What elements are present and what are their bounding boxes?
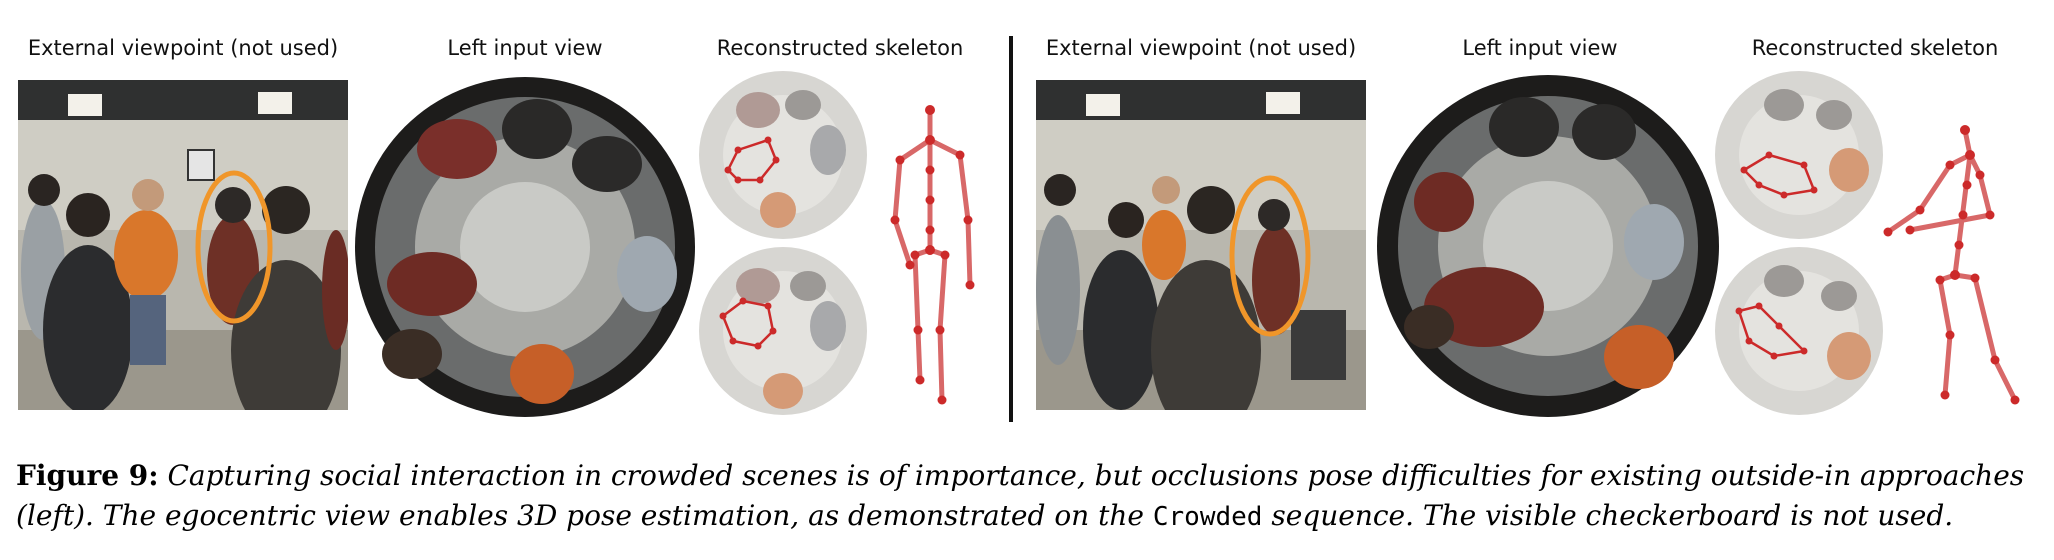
figure-caption: Figure 9: Capturing social interaction i… [16,456,2041,537]
right-fisheye-input-photo [1377,75,1719,417]
caption-text-part2: sequence. The visible checkerboard is no… [1262,499,1954,532]
left-external-viewpoint-photo [18,80,348,410]
right-reconstruction-view-top [1715,71,1883,239]
left-input-label: Left input view [447,36,603,60]
left-3d-skeleton [890,105,975,405]
group-divider [1009,36,1013,422]
left-external-label: External viewpoint (not used) [27,36,339,60]
left-reconstruction-view-bottom [699,247,867,415]
left-fisheye-input-photo [355,77,695,417]
right-skeleton-label: Reconstructed skeleton [1751,36,1999,60]
left-skeleton-label: Reconstructed skeleton [716,36,964,60]
sequence-name: Crowded [1152,502,1263,532]
right-reconstruction-view-bottom [1715,247,1883,415]
right-highlight-ellipse [1229,175,1311,337]
right-input-label: Left input view [1462,36,1618,60]
right-external-label: External viewpoint (not used) [1045,36,1357,60]
left-highlight-ellipse [195,170,273,324]
right-external-viewpoint-photo [1036,80,1366,410]
right-3d-skeleton [1883,125,2020,405]
left-reconstruction-view-top [699,71,867,239]
figure-number: Figure 9: [16,459,159,492]
figure-9: External viewpoint (not used) Left input… [18,36,2020,422]
caption-text-part1: Capturing social interaction in crowded … [16,459,2025,532]
